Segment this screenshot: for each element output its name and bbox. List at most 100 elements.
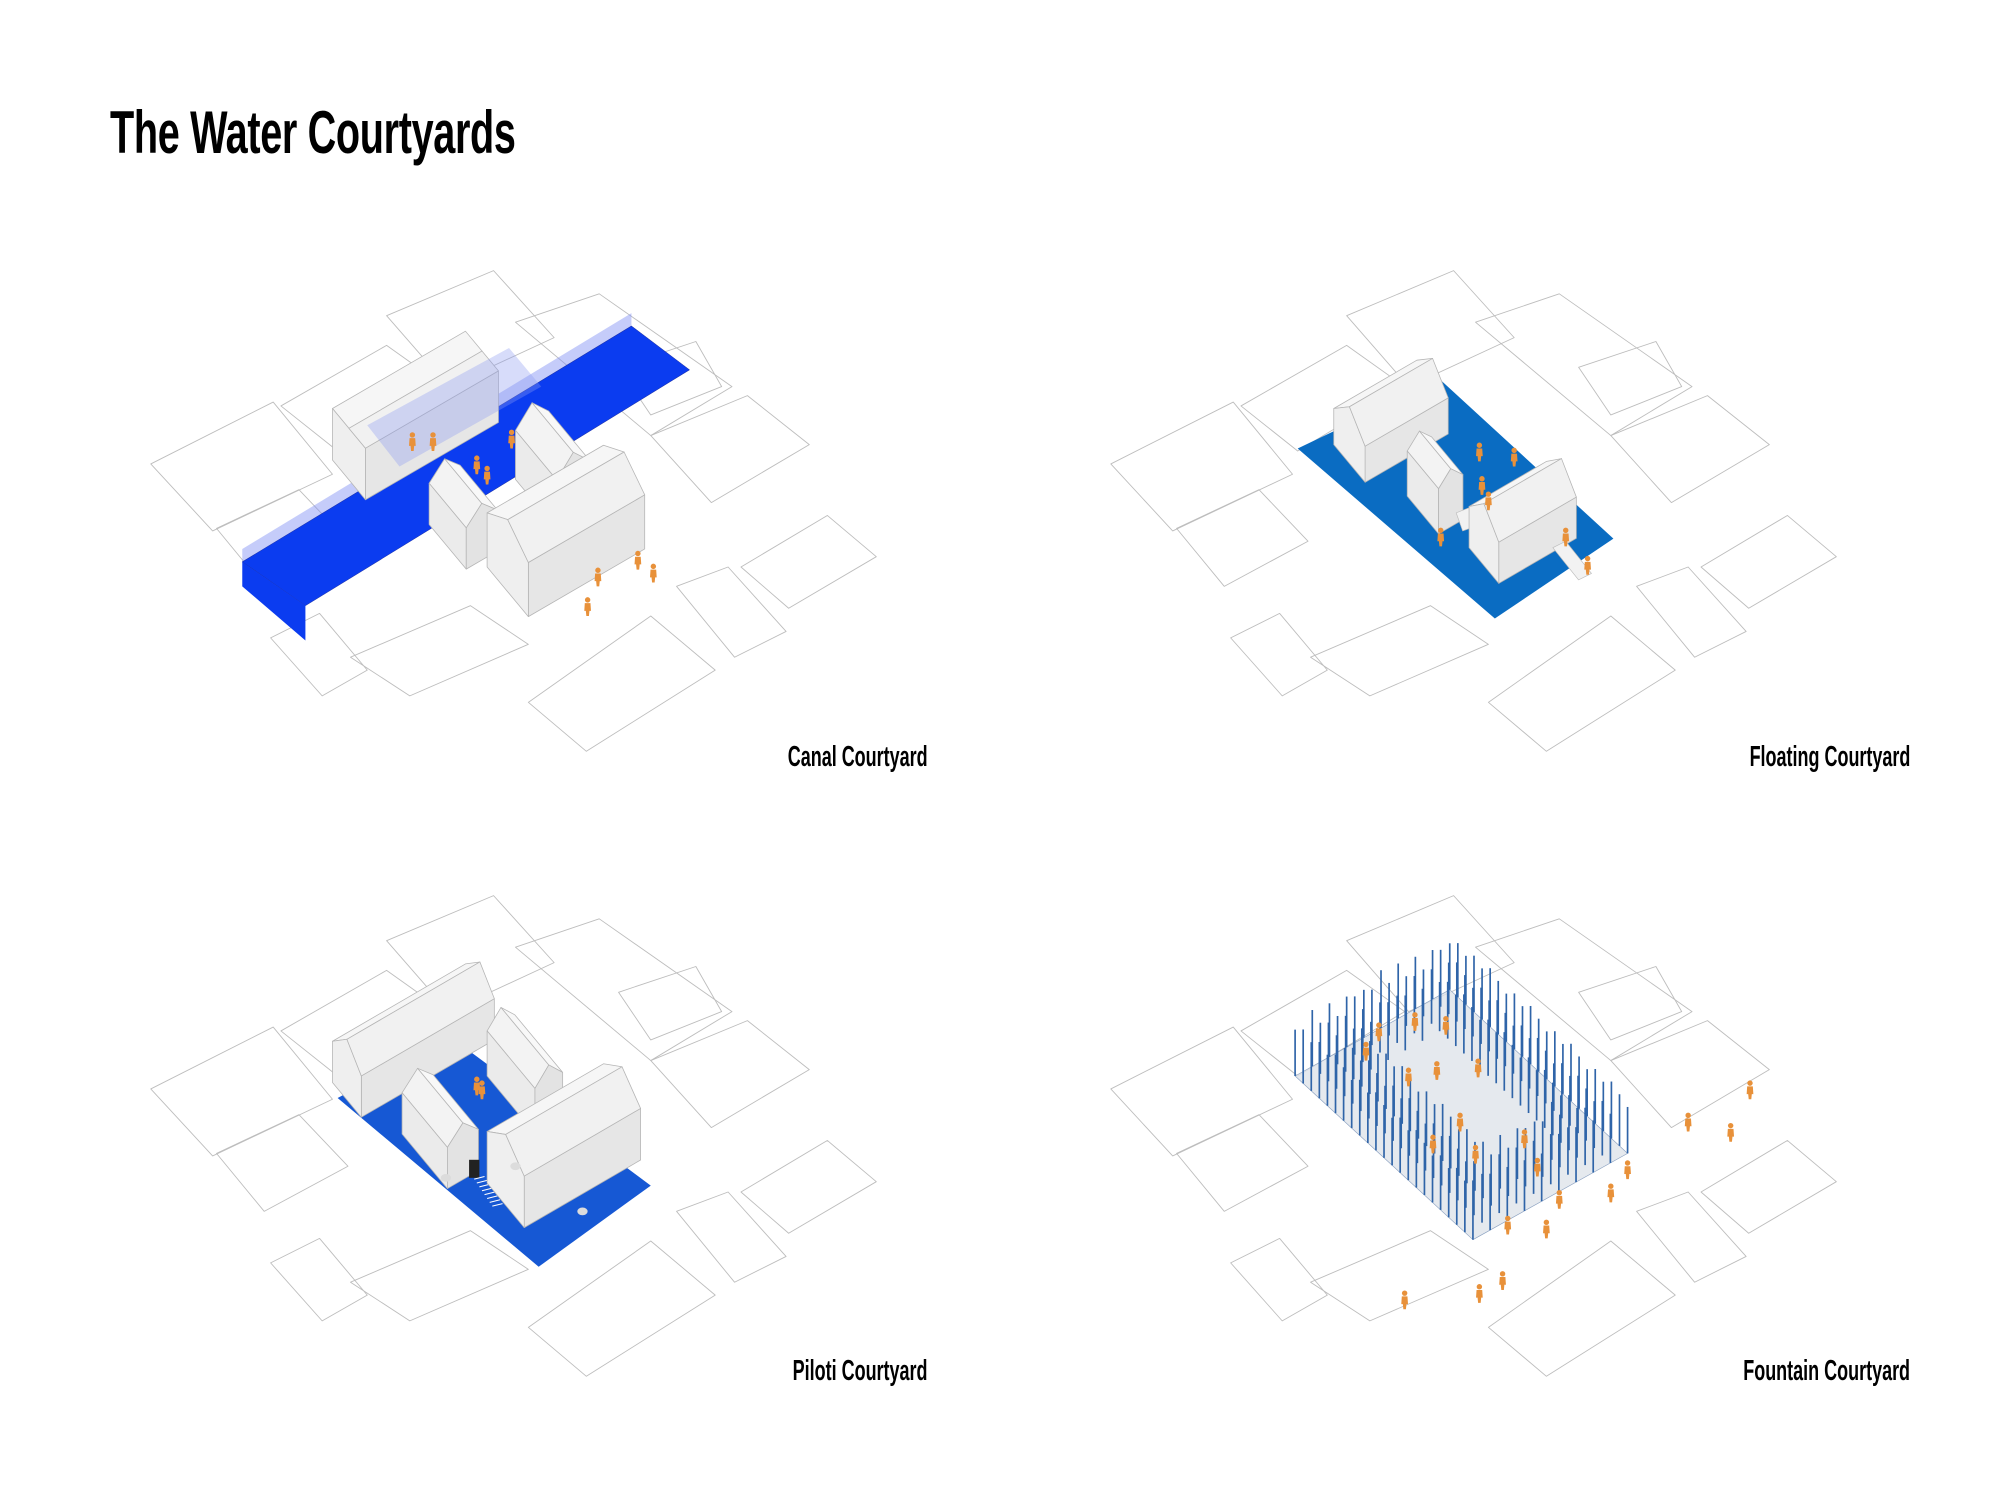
person-head [1476, 442, 1483, 448]
person-figure [478, 1080, 486, 1100]
person-head [1556, 1189, 1562, 1196]
context-building-outline [1176, 489, 1309, 587]
context-building-outline [1636, 1191, 1747, 1283]
person-head [1685, 1112, 1691, 1119]
piloti-courtyard-diagram [150, 895, 877, 1377]
context-building-outline [1310, 1230, 1489, 1322]
stair-step [479, 1183, 490, 1188]
person-head [1511, 447, 1517, 454]
person-head [1363, 1041, 1369, 1048]
canal-water [242, 325, 690, 606]
context-building-outline [527, 615, 716, 752]
person-head [1430, 1134, 1436, 1140]
building-roof-front [348, 350, 499, 449]
person-body [1727, 1128, 1735, 1142]
person-figure [1510, 447, 1518, 467]
floating-walkway [1552, 540, 1592, 581]
person-head [1457, 1112, 1463, 1119]
person-head [1608, 1183, 1614, 1189]
person-head [1534, 1157, 1541, 1164]
building-roof-front [1483, 458, 1577, 543]
person-head [1727, 1122, 1734, 1129]
person-figure [1442, 1015, 1450, 1035]
person-body [508, 435, 515, 449]
person-head [430, 432, 436, 438]
person-head [1376, 1022, 1382, 1028]
floating-courtyard-diagram [1110, 270, 1837, 752]
person-body [1437, 533, 1445, 547]
context-building-outline [1487, 1240, 1676, 1377]
person-body [1510, 453, 1518, 467]
person-body [1534, 1163, 1541, 1177]
person-head [508, 429, 515, 436]
person-head [595, 567, 601, 573]
person-head [1624, 1160, 1631, 1166]
context-building-outline [216, 1114, 349, 1212]
person-figure [1727, 1122, 1735, 1142]
person-head [584, 597, 591, 603]
person-figure [1456, 1112, 1464, 1132]
person-figure [1437, 527, 1445, 547]
person-body [1476, 448, 1483, 462]
person-figure [1607, 1183, 1615, 1203]
context-building-outline [1700, 1140, 1837, 1234]
person-head [1747, 1080, 1753, 1086]
person-body [1684, 1118, 1692, 1132]
person-body [1746, 1086, 1754, 1100]
person-body [1442, 1021, 1450, 1035]
doorway [469, 1159, 480, 1178]
building-roof-front [346, 961, 495, 1077]
person-figure [483, 465, 491, 485]
person-figure [1534, 1157, 1541, 1177]
person-body [1504, 1221, 1512, 1235]
person-figure [584, 597, 591, 616]
context-building-outline [1475, 293, 1693, 437]
person-head [1476, 1284, 1483, 1290]
context-building-outline [1700, 515, 1837, 609]
context-buildings [1110, 895, 1837, 1377]
person-body [473, 461, 481, 475]
person-body [1478, 481, 1486, 495]
person-figure [649, 563, 657, 583]
fountain-courtyard-label: Fountain Courtyard [1743, 1355, 1910, 1387]
context-building-outline [515, 918, 733, 1062]
person-figure [1362, 1041, 1370, 1061]
context-building-outline [1578, 341, 1683, 416]
context-building-outline [1346, 270, 1515, 388]
context-building-outline [270, 1237, 368, 1322]
context-building-outline [676, 566, 787, 658]
building-roof-front [505, 1066, 641, 1177]
stair-step [474, 1176, 485, 1180]
person-head [1434, 1061, 1440, 1067]
fountain-jets [1294, 943, 1629, 1240]
person-head [1485, 491, 1492, 497]
person-body [1562, 533, 1570, 547]
building-gable-end [1438, 468, 1464, 535]
person-head [409, 432, 416, 438]
stair-step [489, 1199, 501, 1203]
context-building-outline [618, 966, 723, 1041]
person-body [1521, 1135, 1528, 1149]
context-building-outline [1310, 605, 1489, 697]
person-figure [1478, 476, 1486, 495]
person-head [1438, 527, 1444, 533]
context-building-outline [270, 612, 368, 697]
context-building-outline [1610, 1020, 1770, 1129]
person-figure [1504, 1215, 1512, 1235]
person-head [1499, 1271, 1506, 1277]
person-head [1584, 555, 1591, 562]
person-body [1456, 1118, 1464, 1132]
person-body [478, 1086, 486, 1100]
person-figure [1429, 1134, 1437, 1154]
person-head [474, 1076, 480, 1082]
person-figure [1405, 1067, 1412, 1087]
canal-courtyard-label: Canal Courtyard [788, 741, 928, 773]
context-building-outline [1487, 615, 1676, 752]
person-head [479, 1080, 485, 1086]
person-body [594, 573, 602, 587]
person-head [1475, 1058, 1481, 1064]
floating-courtyard-label: Floating Courtyard [1749, 741, 1910, 773]
page-title: The Water Courtyards [110, 99, 516, 166]
person-body [1411, 1018, 1419, 1031]
